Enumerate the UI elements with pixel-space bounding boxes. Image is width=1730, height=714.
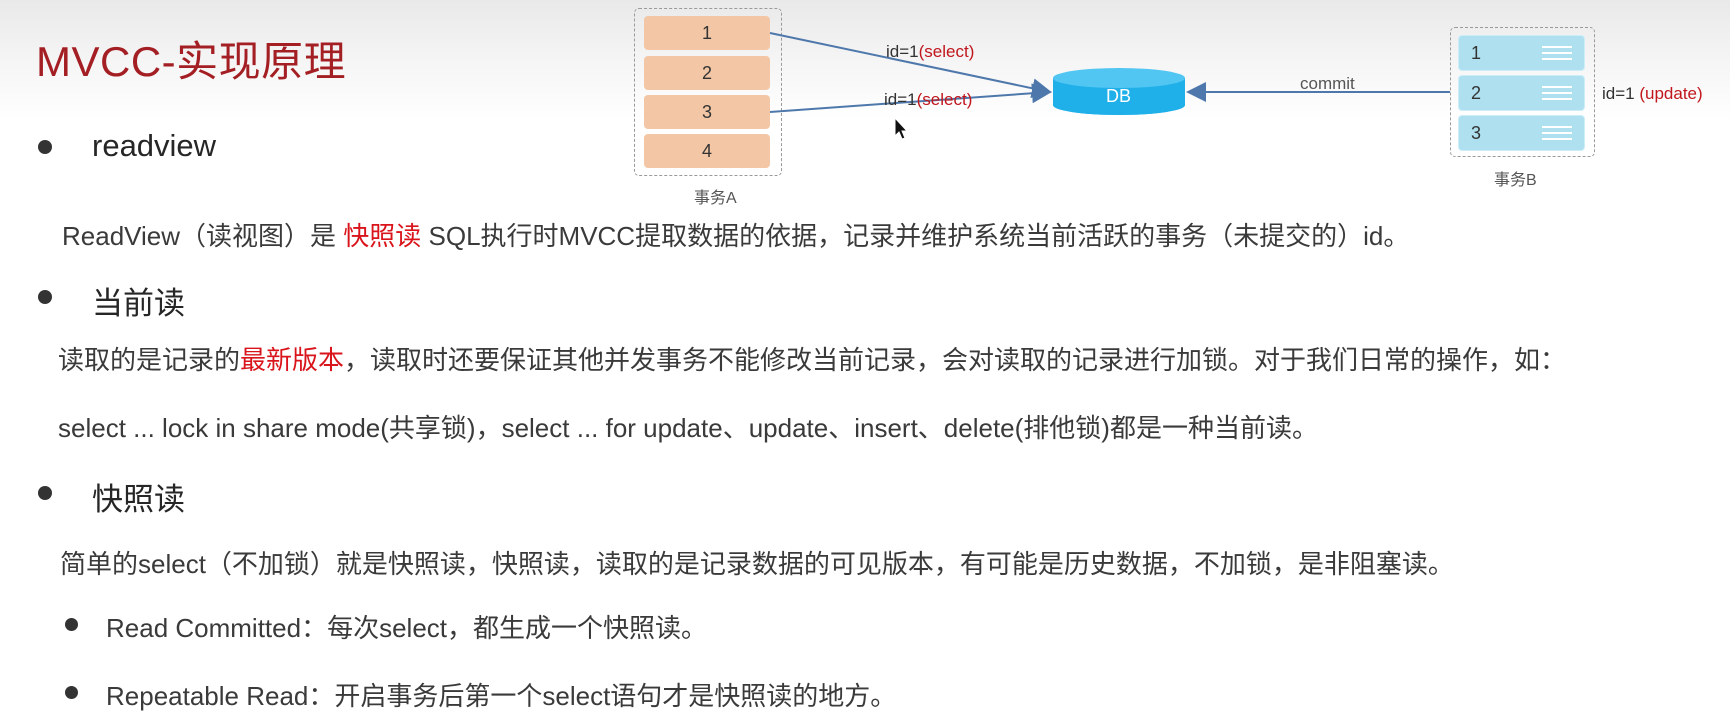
transaction-a-frame xyxy=(634,8,782,176)
heading-snapshot-read: 快照读 xyxy=(92,482,185,517)
transaction-a-row-4: 4 xyxy=(644,134,770,168)
heading-readview: readview xyxy=(92,128,217,163)
transaction-a-row-2: 2 xyxy=(644,56,770,90)
row-lines-icon xyxy=(1542,42,1572,64)
select-label-1: id=1(select) xyxy=(886,42,975,61)
current-read-line-1: 读取的是记录的最新版本，读取时还要保证其他并发事务不能修改当前记录，会对读取的记… xyxy=(58,345,1567,375)
transaction-a-row-1: 1 xyxy=(644,16,770,50)
list-item-read-committed: Read Committed：每次select，都生成一个快照读。 xyxy=(106,613,707,643)
select-arrow-1 xyxy=(769,32,1052,99)
db-cylinder-icon xyxy=(1053,68,1185,115)
commit-label: commit xyxy=(1300,74,1355,93)
row-lines-icon xyxy=(1542,82,1572,104)
bullet-repeatable-read xyxy=(65,686,78,699)
readview-description: ReadView（读视图）是 快照读 SQL执行时MVCC提取数据的依据，记录并… xyxy=(62,221,1410,251)
bullet-snapshot-read xyxy=(38,486,52,500)
row-lines-icon xyxy=(1542,122,1572,144)
select-label-2: id=1(select) xyxy=(884,90,973,109)
transaction-b-frame xyxy=(1450,27,1595,157)
transaction-a-caption: 事务A xyxy=(694,190,737,207)
snapshot-read-description: 简单的select（不加锁）就是快照读，快照读，读取的是记录数据的可见版本，有可… xyxy=(60,549,1454,579)
mouse-cursor-icon xyxy=(894,116,909,140)
transaction-b-row-1: 1 xyxy=(1458,35,1585,71)
transaction-b-caption: 事务B xyxy=(1494,172,1537,189)
db-label: DB xyxy=(1106,86,1132,106)
transaction-a-row-3: 3 xyxy=(644,95,770,129)
heading-current-read: 当前读 xyxy=(92,286,185,321)
bullet-current-read xyxy=(38,290,52,304)
current-read-line-2: select ... lock in share mode(共享锁)，selec… xyxy=(58,413,1318,443)
bullet-readview xyxy=(38,140,52,154)
bullet-read-committed xyxy=(65,618,78,631)
select-arrow-2 xyxy=(769,83,1052,113)
update-label: id=1 (update) xyxy=(1602,84,1703,103)
header-band xyxy=(0,0,1730,120)
transaction-b-row-3: 3 xyxy=(1458,115,1585,151)
list-item-repeatable-read: Repeatable Read：开启事务后第一个select语句才是快照读的地方… xyxy=(106,681,897,711)
slide-title: MVCC-实现原理 xyxy=(36,38,347,85)
transaction-b-row-2: 2 xyxy=(1458,75,1585,111)
